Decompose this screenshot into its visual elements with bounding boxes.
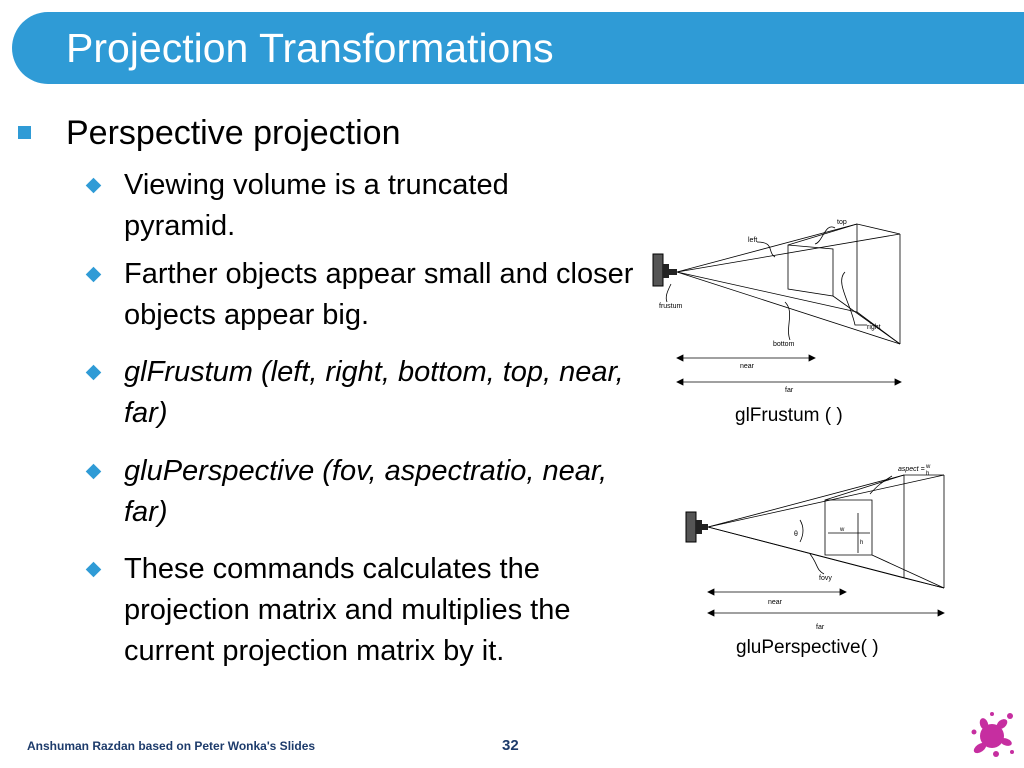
figure1-caption: glFrustum ( ) — [735, 405, 843, 426]
label-left: left — [748, 237, 757, 244]
frustum-diagram: left top frustum right bottom near far — [652, 219, 902, 394]
footer-credit: Anshuman Razdan based on Peter Wonka's S… — [27, 739, 316, 753]
main-bullet-text: Perspective projection — [66, 114, 401, 152]
slide-title: Projection Transformations — [66, 25, 554, 71]
diamond-bullet-icon — [85, 561, 102, 578]
figure2-caption: gluPerspective( ) — [736, 637, 879, 658]
label-frustum: frustum — [659, 303, 683, 310]
label-h: h — [860, 540, 863, 546]
diamond-bullet-icon — [85, 463, 102, 480]
perspective-diagram: aspect = w h w h θ fovy near far — [685, 464, 945, 631]
sub-bullet-text: Viewing volume is a truncated pyramid. — [124, 169, 509, 242]
sub-bullet-text: These commands calculates the projection… — [124, 553, 571, 667]
diamond-bullet-icon — [85, 177, 102, 194]
label-top: top — [837, 219, 847, 226]
title-bar — [12, 12, 1024, 84]
paint-splat-logo — [971, 712, 1014, 757]
label-far: far — [785, 387, 794, 394]
diamond-bullet-icon — [85, 364, 102, 381]
label-aspect: aspect = — [898, 466, 925, 473]
label-far: far — [816, 624, 825, 631]
label-right: right — [867, 324, 881, 331]
label-fovy: fovy — [819, 575, 832, 582]
label-theta: θ — [794, 531, 798, 538]
label-bottom: bottom — [773, 341, 795, 348]
page-number: 32 — [502, 737, 519, 754]
square-bullet-icon — [18, 126, 31, 139]
sub-bullet-text: glFrustum (left, right, bottom, top, nea… — [124, 356, 624, 429]
sub-bullet-text: Farther objects appear small and closer … — [124, 258, 634, 331]
camera-icon — [652, 253, 677, 287]
sub-bullet-text: gluPerspective (fov, aspectratio, near, … — [124, 455, 608, 528]
label-aspect-h: h — [926, 471, 929, 477]
diamond-bullet-icon — [85, 266, 102, 283]
label-near: near — [740, 363, 755, 370]
camera-icon — [685, 511, 708, 543]
label-near: near — [768, 599, 783, 606]
label-w: w — [839, 527, 845, 533]
label-aspect-w: w — [925, 464, 931, 470]
